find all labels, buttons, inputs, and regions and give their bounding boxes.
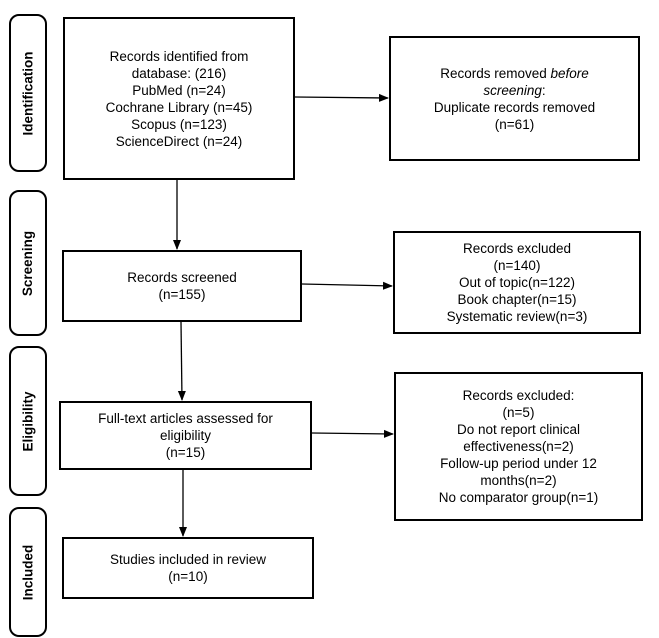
excluded1-line-2: (n=140) [493,258,541,273]
excluded2-line-5: Follow-up period under 12 [440,456,597,471]
records-excluded-box-1: Records excluded (n=140) Out of topic(n=… [393,231,641,334]
removed-italic-screening: screening [483,82,542,98]
stage-label-screening: Screening [9,190,47,336]
identified-line-4: Cochrane Library (n=45) [105,99,253,115]
screened-line-1: Records screened [127,270,237,285]
removed-line-1: Records removed before [440,65,589,82]
arrow-identified-to-removed [294,93,389,102]
included-line-2: (n=10) [168,569,208,584]
identified-line-6: ScienceDirect (n=24) [115,133,243,149]
excluded2-line-4: effectiveness(n=2) [463,439,574,454]
removed-prefix: Records removed [440,65,551,81]
removed-line-2: screening: [483,82,545,99]
removed-colon: : [541,82,546,98]
records-identified-box: Records identified from database: (216) … [63,17,295,180]
studies-included-box: Studies included in review (n=10) [62,537,314,599]
excluded2-line-3: Do not report clinical [456,422,581,437]
stage-label-eligibility: Eligibility [9,346,47,496]
identified-line-1: Records identified from [109,48,249,64]
excluded1-line-5: Systematic review(n=3) [446,309,588,324]
fulltext-line-2: eligibility [159,428,212,443]
fulltext-line-1: Full-text articles assessed for [98,411,273,426]
fulltext-line-3: (n=15) [165,445,206,460]
screened-line-2: (n=155) [158,287,206,302]
identified-line-2: database: (216) [131,65,227,81]
arrow-screened-to-fulltext [177,321,186,401]
excluded2-line-2: (n=5) [502,405,535,420]
removed-line-3: Duplicate records removed [433,99,596,115]
arrow-fulltext-to-excluded2 [311,429,394,438]
excluded2-line-6: months(n=2) [480,473,557,488]
identified-line-5: Scopus (n=123) [131,116,227,132]
records-screened-box: Records screened (n=155) [62,250,302,322]
fulltext-assessed-box: Full-text articles assessed for eligibil… [59,401,312,470]
excluded2-line-7: No comparator group(n=1) [438,490,599,505]
stage-label-identification: Identification [9,14,47,172]
excluded1-line-1: Records excluded [462,241,572,256]
records-excluded-box-2: Records excluded: (n=5) Do not report cl… [394,372,643,521]
identified-line-3: PubMed (n=24) [132,82,226,98]
removed-italic-before: before [550,65,589,81]
excluded1-line-4: Book chapter(n=15) [457,292,577,307]
included-line-1: Studies included in review [109,552,267,567]
arrow-screened-to-excluded1 [301,281,393,290]
excluded2-line-1: Records excluded: [462,388,575,403]
stage-label-included: Included [9,507,47,637]
removed-line-4: (n=61) [494,116,535,132]
excluded1-line-3: Out of topic(n=122) [459,275,575,290]
records-removed-box: Records removed before screening: Duplic… [389,36,640,161]
